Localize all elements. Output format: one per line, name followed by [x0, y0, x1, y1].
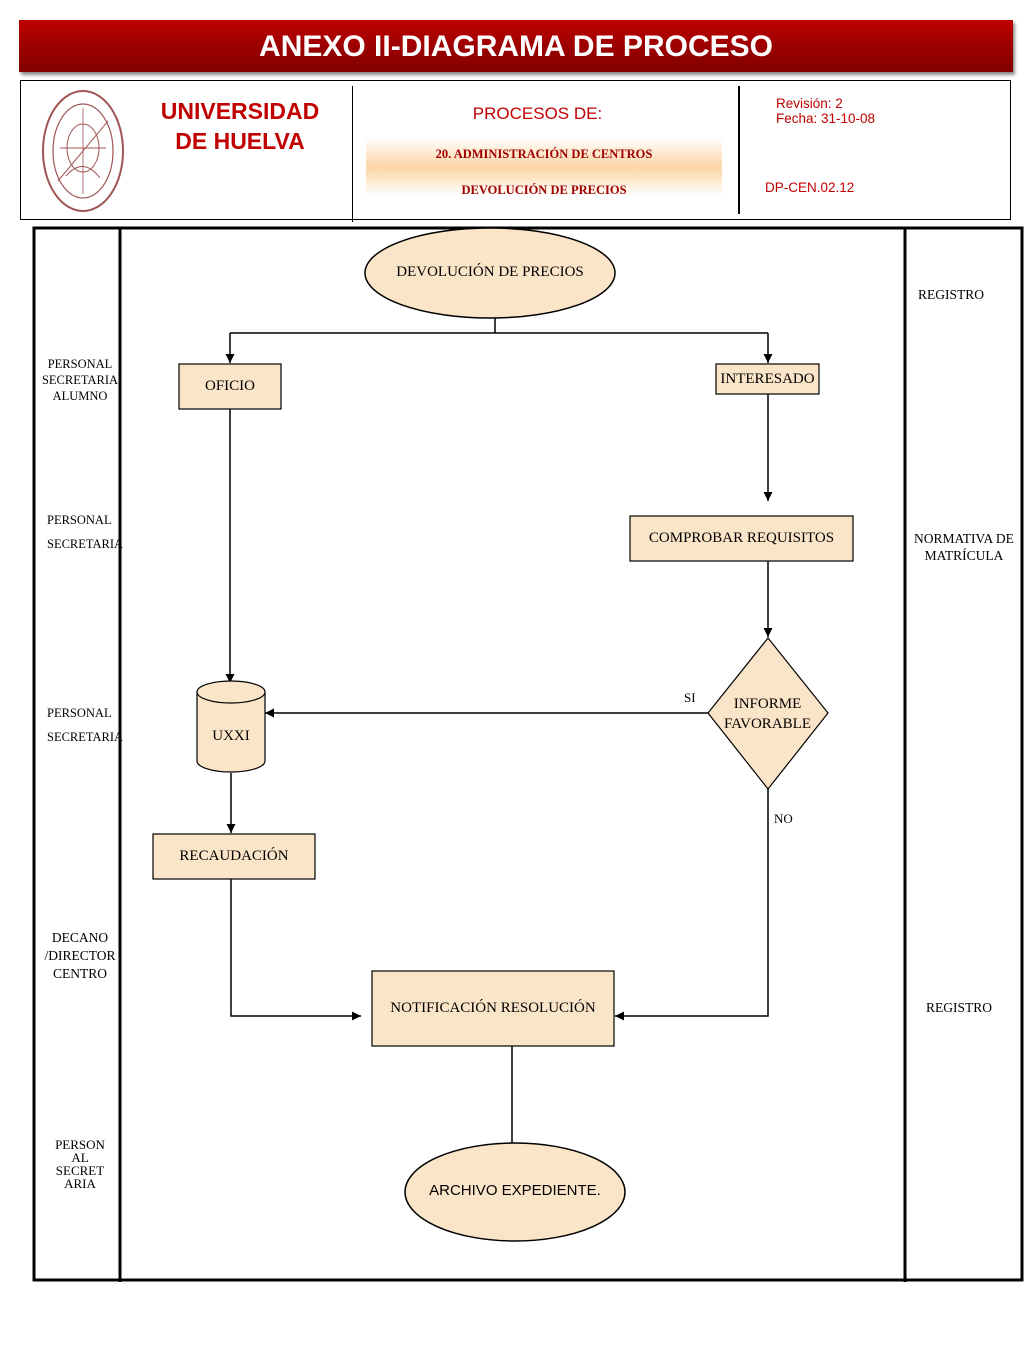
lane-text: DECANO: [51, 930, 109, 945]
informe-line-2: FAVORABLE: [724, 716, 811, 732]
lane-text: ARIA: [64, 1176, 96, 1191]
lane-text: PERSON: [55, 1137, 105, 1152]
registro-top-label: REGISTRO: [917, 287, 984, 302]
interesado-label: INTERESADO: [720, 371, 815, 387]
lane-text: SECRET: [55, 1163, 105, 1178]
lane-text: /DIRECTOR: [44, 948, 116, 963]
notificacion-box: [371, 970, 615, 1047]
process-line-1: 20. ADMINISTRACIÓN DE CENTROS: [435, 147, 653, 161]
title-banner: ANEXO II-DIAGRAMA DE PROCESO: [19, 20, 1013, 72]
normativa-label: NORMATIVA DE MATRÍCULA: [904, 530, 1024, 564]
recaudacion-box: [152, 833, 316, 880]
lane-text: PERSONAL: [47, 706, 112, 720]
arrow-no-to-notificacion: [615, 789, 769, 1021]
registro-bottom-label: REGISTRO: [925, 1000, 992, 1015]
edge-label-no: NO: [774, 811, 793, 826]
lane-text: SECRETARIA: [41, 373, 119, 387]
header-divider-2: [738, 86, 740, 214]
university-line-1: UNIVERSIDAD: [160, 98, 320, 124]
lane-text: AL: [71, 1150, 89, 1165]
university-seal-icon: [42, 90, 124, 212]
lane-personal-secretaria-1: PERSONAL SECRETARIA: [47, 508, 123, 556]
normativa-line-1: NORMATIVA DE: [914, 531, 1014, 546]
recaudacion-label: RECAUDACIÓN: [179, 848, 289, 864]
arrow-recaudacion-to-notificacion: [230, 879, 361, 1021]
comprobar-box: [629, 515, 854, 562]
edge-label-si: SI: [684, 690, 696, 705]
process-line-2: DEVOLUCIÓN DE PRECIOS: [461, 183, 627, 197]
archivo-node: [404, 1142, 626, 1242]
oficio-label: OFICIO: [204, 378, 255, 394]
archivo-label: ARCHIVO EXPEDIENTE.: [429, 1182, 601, 1199]
start-node: [364, 227, 616, 319]
revision-info: Revisión: 2 Fecha: 31-10-08: [776, 96, 875, 126]
lane-text: SECRETARIA: [47, 730, 124, 744]
lane-text: SECRETARIA: [47, 537, 124, 551]
start-node-label: DEVOLUCIÓN DE PRECIOS: [396, 264, 584, 280]
university-line-2: DE HUELVA: [175, 128, 305, 154]
university-name: UNIVERSIDAD DE HUELVA: [140, 96, 340, 156]
informe-label: INFORME FAVORABLE: [700, 694, 835, 734]
header-divider-1: [352, 86, 353, 222]
lane-text: ALUMNO: [52, 389, 108, 403]
lane-decano-director: DECANO /DIRECTOR CENTRO: [35, 929, 125, 983]
comprobar-label: COMPROBAR REQUISITOS: [648, 530, 835, 546]
interesado-box: [715, 363, 820, 395]
lane-personal-secretaria-3: PERSON AL SECRET ARIA: [35, 1138, 125, 1190]
informe-line-1: INFORME: [733, 696, 802, 712]
lane-personal-secretaria-2: PERSONAL SECRETARIA: [47, 701, 123, 749]
process-band: 20. ADMINISTRACIÓN DE CENTROS DEVOLUCIÓN…: [366, 138, 722, 197]
lane-text: CENTRO: [53, 966, 107, 981]
oficio-box: [178, 363, 282, 410]
document-code: DP-CEN.02.12: [765, 180, 855, 195]
uxxi-label: UXXI: [212, 728, 250, 744]
notificacion-label: NOTIFICACIÓN RESOLUCIÓN: [390, 1000, 596, 1016]
diagram-frame: [32, 226, 1024, 1282]
revision-text: Revisión: 2: [776, 96, 843, 111]
uxxi-cylinder-body: [196, 692, 266, 773]
header-box: [20, 80, 1011, 220]
processes-label: PROCESOS DE:: [472, 104, 603, 123]
lane-text: PERSONAL: [47, 357, 113, 371]
date-text: Fecha: 31-10-08: [776, 111, 876, 126]
lane-text: PERSONAL: [47, 513, 112, 527]
lane-personal-secretaria-alumno: PERSONAL SECRETARIA ALUMNO: [35, 356, 125, 404]
uxxi-cylinder-top: [196, 680, 266, 704]
normativa-line-2: MATRÍCULA: [924, 548, 1004, 563]
